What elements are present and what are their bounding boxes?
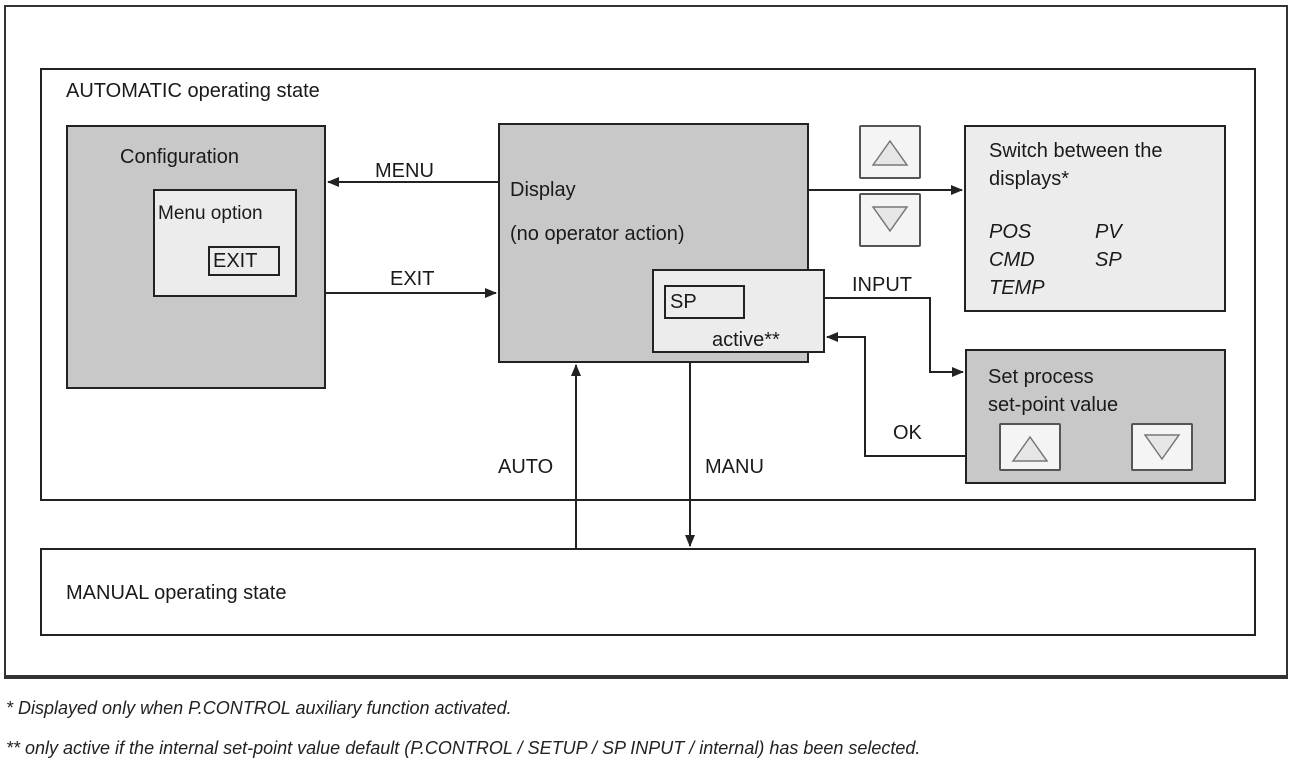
manu-arrow-label: MANU: [705, 456, 764, 478]
switch-displays-box: [964, 125, 1226, 312]
display-option-cmd: CMD: [989, 249, 1035, 271]
menu-option-label: Menu option: [158, 203, 263, 224]
display-title: Display: [510, 179, 576, 201]
ok-arrow: [826, 332, 965, 457]
footnote-2: ** only active if the internal set-point…: [6, 738, 921, 758]
arrow-down-key-icon: [1143, 434, 1181, 461]
switch-displays-title-line2: displays*: [989, 168, 1070, 190]
set-point-title: Set process: [988, 366, 1094, 388]
input-arrow-label: INPUT: [852, 274, 912, 296]
display-option-pos: POS: [989, 221, 1032, 243]
arrow-up-key: [859, 125, 921, 179]
manual-state-title: MANUAL operating state: [66, 582, 287, 604]
sp-key: [664, 285, 745, 319]
sp-active-label: active**: [712, 329, 780, 351]
display-option-temp: TEMP: [989, 277, 1045, 299]
display-subtitle: (no operator action): [510, 223, 685, 245]
sp-active-box: [652, 269, 825, 353]
footnote-divider: [4, 677, 1288, 679]
set-point-up-key: [999, 423, 1061, 471]
manual-state-box: [40, 548, 1256, 636]
arrow-down-key-icon: [871, 206, 909, 233]
sp-key-label: SP: [670, 291, 697, 313]
display-option-pv: PV: [1095, 221, 1122, 243]
menu-arrow-label: MENU: [375, 160, 434, 182]
automatic-state-box: [40, 68, 1256, 501]
footnote-1: * Displayed only when P.CONTROL auxiliar…: [6, 698, 512, 718]
arrow-up-key-icon: [1011, 435, 1049, 462]
display-option-sp: SP: [1095, 249, 1122, 271]
input-arrow: [825, 297, 964, 377]
exit-key: [208, 246, 280, 276]
switch-displays-title: Switch between the: [989, 140, 1163, 162]
exit-key-label: EXIT: [213, 250, 258, 272]
ok-arrow-label: OK: [893, 422, 922, 444]
diagram-frame: [4, 5, 1288, 677]
arrow-down-key: [859, 193, 921, 247]
automatic-state-title: AUTOMATIC operating state: [66, 80, 320, 102]
configuration-title: Configuration: [120, 146, 239, 168]
set-point-down-key: [1131, 423, 1193, 471]
set-point-title-line2: set-point value: [988, 394, 1119, 416]
arrow-up-key-icon: [871, 139, 909, 166]
exit-arrow-label: EXIT: [390, 268, 435, 290]
auto-arrow-label: AUTO: [498, 456, 554, 478]
menu-option-box: [153, 189, 297, 297]
